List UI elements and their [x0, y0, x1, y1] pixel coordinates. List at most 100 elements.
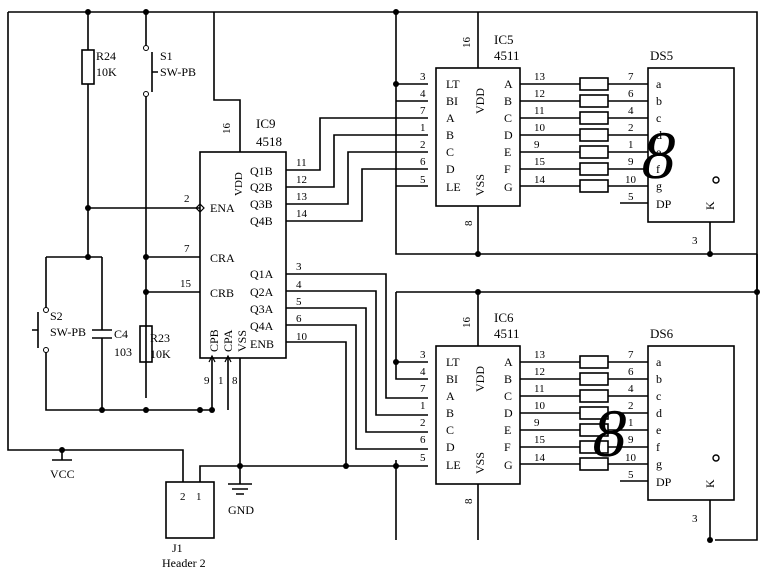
ds5-n7: 7 — [628, 71, 634, 83]
ic6-n3: 3 — [420, 349, 426, 361]
ic9-q4a-num: 6 — [296, 313, 302, 325]
ic5-lt: LT — [446, 77, 460, 91]
ic9-cpa-num: 1 — [218, 375, 224, 387]
ic6-e-out: E — [504, 423, 511, 437]
ic5-vss-num: 8 — [463, 220, 475, 226]
ic9-enb-num: 10 — [296, 331, 308, 343]
ic9-vdd-label: VDD — [233, 172, 245, 196]
ic6-vdd-label: VDD — [473, 366, 487, 392]
ic5-o13: 13 — [534, 71, 546, 83]
ic9-crb-label: CRB — [210, 286, 234, 300]
s1-type: SW-PB — [160, 65, 196, 79]
r24-name: R24 — [96, 49, 116, 63]
ds6-n1: 1 — [628, 417, 634, 429]
ds6-k-num: 3 — [692, 513, 698, 525]
ic5-name: IC5 — [494, 32, 514, 47]
r23-name: R23 — [150, 331, 170, 345]
ic6-a-out: A — [504, 355, 513, 369]
ic5-vss-label: VSS — [473, 174, 487, 196]
j1-name: J1 — [172, 541, 183, 555]
ic5-a-out: A — [504, 77, 513, 91]
ic6-vss-label: VSS — [473, 452, 487, 474]
ic5-a-in: A — [446, 111, 455, 125]
ic5-o14: 14 — [534, 174, 546, 186]
ds5-n9: 9 — [628, 156, 634, 168]
ic9-vss: VSS — [235, 330, 249, 352]
r24-resistor — [81, 49, 95, 85]
ds5-k: K — [703, 201, 717, 210]
ic6-a-in: A — [446, 389, 455, 403]
ic9-q2a: Q2A — [250, 285, 274, 299]
ic6-decoder: IC6 4511 16 8 VDD VSS LT BI A B C D LE 3… — [393, 289, 760, 540]
ic5-o9: 9 — [534, 139, 540, 151]
ic9-q4b: Q4B — [250, 214, 273, 228]
ic6-part: 4511 — [494, 326, 520, 341]
ic9-chip: IC9 4518 16 VDD 2 ENA 7 CRA 15 CRB Q1B Q… — [180, 12, 428, 469]
ic6-bi: BI — [446, 372, 458, 386]
ic6-n7: 7 — [420, 383, 426, 395]
ic9-q4a: Q4A — [250, 319, 274, 333]
ds6-display: DS6 7 6 4 2 1 9 10 5 a b c d e f g DP 8 … — [587, 326, 735, 543]
ds6-name: DS6 — [650, 326, 674, 341]
ic5-o10: 10 — [534, 122, 546, 134]
ds6-f: f — [656, 440, 660, 454]
ic6-n6: 6 — [420, 434, 426, 446]
ds5-digit: 8 — [636, 117, 683, 192]
ic9-cpa: CPA — [221, 329, 235, 352]
gnd-symbol: GND — [228, 483, 254, 517]
ic5-part: 4511 — [494, 48, 520, 63]
r23-resistor — [139, 325, 153, 363]
ic5-d-in: D — [446, 162, 455, 176]
ic9-cra-label: CRA — [210, 251, 235, 265]
ic9-q3b-num: 13 — [296, 191, 308, 203]
s1-name: S1 — [160, 49, 173, 63]
ds6-n6: 6 — [628, 366, 634, 378]
ds6-n9: 9 — [628, 434, 634, 446]
ic6-name: IC6 — [494, 310, 514, 325]
ic6-lt: LT — [446, 355, 460, 369]
ic9-q2b: Q2B — [250, 180, 273, 194]
j1-header: 2 1 J1 Header 2 — [162, 481, 215, 570]
ic6-d-in: D — [446, 440, 455, 454]
r24-value: 10K — [96, 65, 117, 79]
ic5-c-in: C — [446, 145, 454, 159]
ds6-dp: DP — [656, 475, 672, 489]
ds6-n7: 7 — [628, 349, 634, 361]
ic6-o10: 10 — [534, 400, 546, 412]
ic5-n7: 7 — [420, 105, 426, 117]
ic9-q1a-num: 3 — [296, 261, 302, 273]
ic6-n4: 4 — [420, 366, 426, 378]
ic5-b-in: B — [446, 128, 454, 142]
ic5-n5: 5 — [420, 174, 426, 186]
ic5-o15: 15 — [534, 156, 546, 168]
ic9-q2b-num: 12 — [296, 174, 307, 186]
ic9-ena-label: ENA — [210, 201, 235, 215]
ic9-cra-num: 7 — [184, 243, 190, 255]
ds6-n2: 2 — [628, 400, 634, 412]
ds6-c: c — [656, 389, 661, 403]
ic9-ena-num: 2 — [184, 193, 190, 205]
s2-type: SW-PB — [50, 325, 86, 339]
ic9-q3a: Q3A — [250, 302, 274, 316]
ic9-q1a: Q1A — [250, 267, 274, 281]
ic5-decoder: IC5 4511 16 8 VDD VSS LT BI A B C D LE 3… — [393, 9, 757, 257]
ic9-cpb-num: 9 — [204, 375, 210, 387]
ic5-vdd-label: VDD — [473, 88, 487, 114]
ic9-cpb: CPB — [207, 329, 221, 352]
ic5-vdd-num: 16 — [461, 37, 473, 49]
ds6-d: d — [656, 406, 662, 420]
ic6-vdd-num: 16 — [461, 317, 473, 329]
j1-pin2: 2 — [180, 491, 186, 503]
ic6-d-out: D — [504, 406, 513, 420]
gnd-label: GND — [228, 503, 254, 517]
ic6-o12: 12 — [534, 366, 545, 378]
ds5-n10: 10 — [625, 174, 637, 186]
ic6-o15: 15 — [534, 434, 546, 446]
s2-name: S2 — [50, 309, 63, 323]
ic9-part: 4518 — [256, 134, 282, 149]
ic9-crb-num: 15 — [180, 278, 192, 290]
ic6-c-in: C — [446, 423, 454, 437]
ds5-g: g — [656, 179, 662, 193]
ic5-g-out: G — [504, 180, 513, 194]
